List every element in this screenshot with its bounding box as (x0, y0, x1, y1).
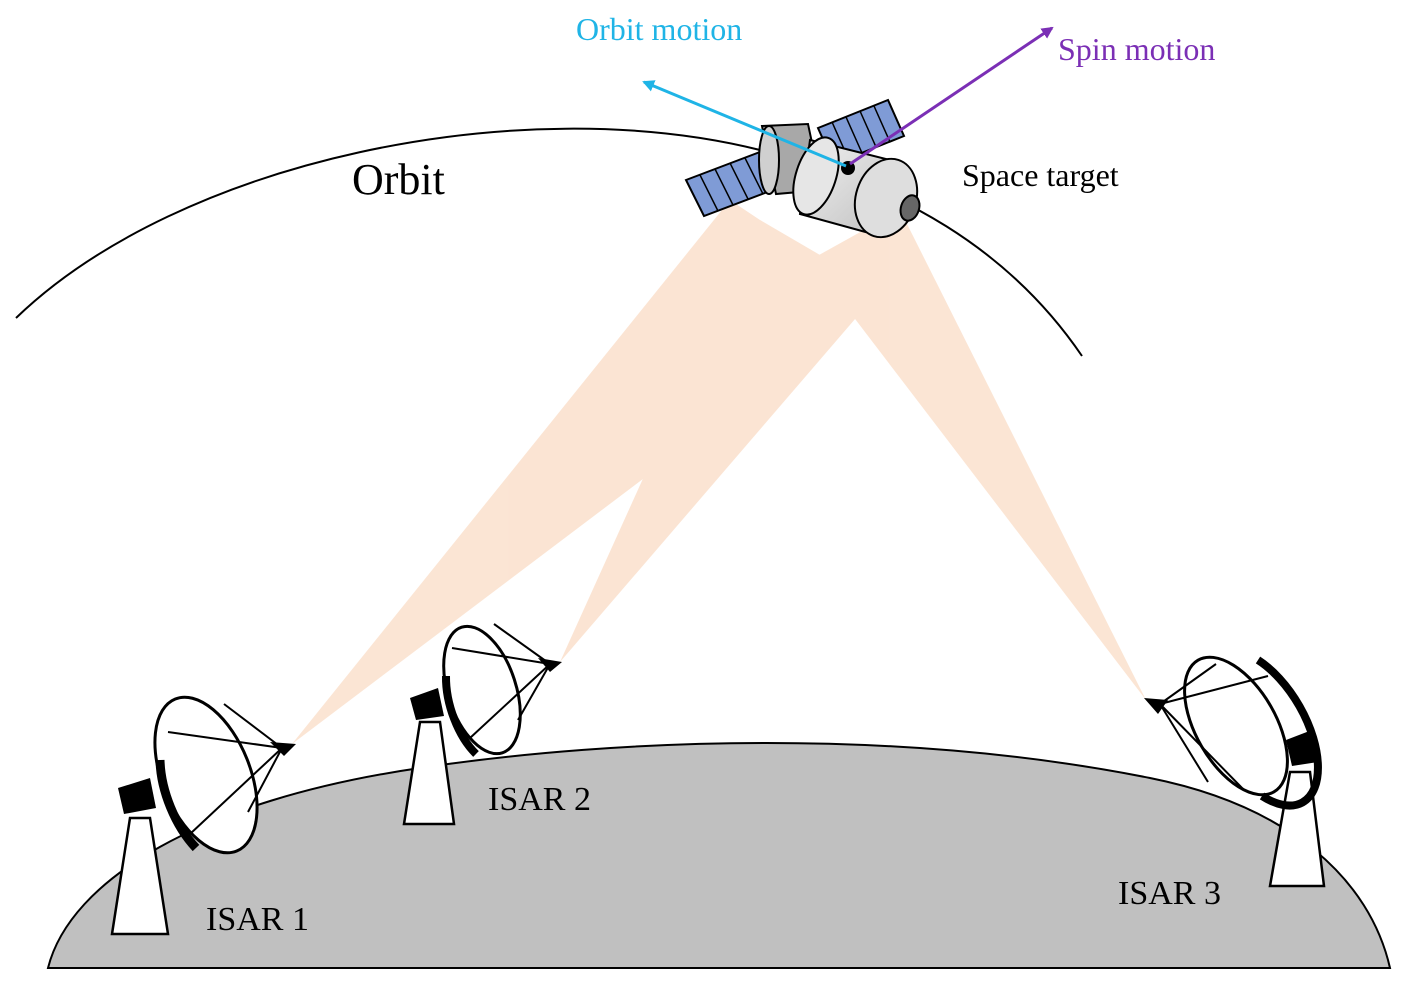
isar2-station (402, 623, 562, 826)
isar2-dish (441, 623, 562, 757)
satellite (684, 98, 921, 239)
orbit-label: Orbit (352, 155, 445, 204)
isar1-mount (118, 778, 156, 814)
orbit-path (15, 127, 1083, 357)
isar1-station (110, 695, 296, 936)
orbit-motion-arrow (642, 80, 847, 168)
beam-isar3 (810, 210, 1146, 700)
radar-beams (292, 200, 1146, 744)
isar1-tower (110, 816, 170, 936)
spin-motion-label: Spin motion (1058, 31, 1215, 67)
satellite-main-body (792, 136, 921, 239)
isar2-tower (402, 720, 456, 826)
beam-isar2 (560, 220, 880, 662)
isar2-label: ISAR 2 (488, 781, 591, 818)
isar1-label: ISAR 1 (206, 901, 309, 938)
solar-panel-left (684, 150, 780, 218)
spin-motion-arrow (849, 26, 1054, 166)
space-target-label: Space target (962, 157, 1119, 193)
isar1-dish (153, 695, 296, 855)
orbit-motion-label: Orbit motion (576, 11, 742, 47)
isar2-mount (410, 688, 444, 720)
isar3-dish (1144, 655, 1322, 810)
isar3-station (1144, 655, 1326, 888)
isar3-label: ISAR 3 (1118, 875, 1221, 912)
